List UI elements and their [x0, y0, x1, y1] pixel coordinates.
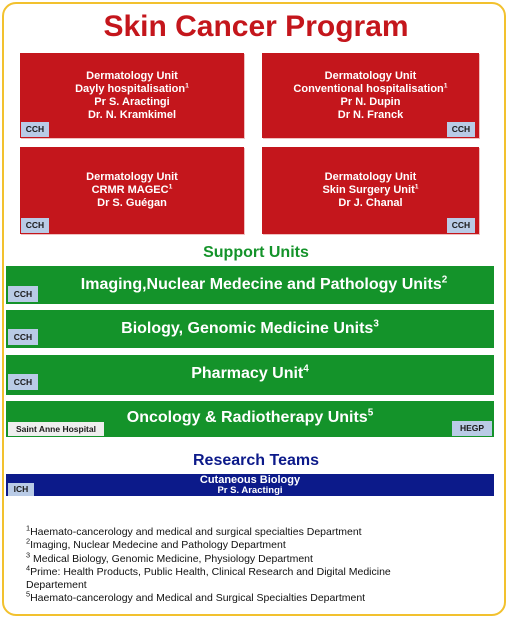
unit-footnote-ref: 1: [168, 183, 173, 191]
support-bar-pharmacy: Pharmacy Unit4: [6, 355, 494, 395]
footnote-ref: 2: [441, 274, 448, 286]
footnote-line: 4Prime: Health Products, Public Health, …: [26, 563, 391, 578]
unit-site-tag: CCH: [447, 122, 475, 137]
site-tag-cch: CCH: [8, 374, 38, 390]
unit-card-conventional-hospital: Dermatology Unit Conventional hospitalis…: [262, 53, 479, 138]
support-bar-imaging: Imaging,Nuclear Medecine and Pathology U…: [6, 266, 494, 304]
footnotes: 1Haemato-cancerology and medical and sur…: [26, 523, 496, 606]
unit-name: Dayly hospitalisation: [75, 83, 186, 95]
unit-site-tag: CCH: [21, 218, 49, 233]
unit-footnote-ref: 1: [185, 82, 189, 90]
unit-doctor: Dr. N. Kramkimel: [87, 109, 177, 121]
site-tag-cch: CCH: [8, 329, 38, 345]
footnote-line: 3 Medical Biology, Genomic Medicine, Phy…: [26, 550, 313, 565]
unit-footnote-ref: 1: [414, 183, 419, 191]
support-units-heading: Support Units: [203, 244, 309, 261]
unit-dept: Dermatology Unit: [86, 70, 178, 82]
footnote-line: Departement: [26, 579, 87, 592]
research-teams-heading: Research Teams: [193, 452, 319, 469]
research-bar-cutaneous-biology: Cutaneous Biology Pr S. Aractingi: [6, 474, 494, 496]
footnote-ref: 3: [373, 318, 379, 330]
unit-name: Conventional hospitalisation: [293, 83, 444, 95]
unit-footnote-ref: 1: [443, 82, 448, 90]
site-tag-ich: ICH: [8, 483, 34, 496]
support-bar-label: Imaging,Nuclear Medecine and Pathology U…: [80, 276, 442, 293]
unit-doctor: Dr N. Franck: [337, 109, 404, 121]
unit-dept: Dermatology Unit: [324, 70, 417, 82]
support-bar-biology: Biology, Genomic Medicine Units3: [6, 310, 494, 348]
unit-site-tag: CCH: [21, 122, 49, 137]
footnote-line: 5Haemato-cancerology and Medical and Sur…: [26, 589, 366, 605]
unit-head: Pr S. Aractingi: [94, 96, 170, 108]
unit-head: Dr J. Chanal: [338, 197, 403, 209]
research-team-head: Pr S. Aractingi: [217, 485, 283, 496]
research-team-name: Cutaneous Biology: [199, 474, 301, 486]
unit-card-crmr-magec: Dermatology Unit CRMR MAGEC1 Dr S. Guéga…: [20, 147, 244, 234]
footnote-line: 2Imaging, Nuclear Medecine and Pathology…: [26, 536, 286, 552]
footnote-ref: 4: [303, 363, 309, 375]
footnote-line: 1Haemato-cancerology and medical and sur…: [26, 523, 362, 538]
unit-dept: Dermatology Unit: [86, 171, 178, 183]
unit-name: Skin Surgery Unit: [322, 184, 415, 196]
program-frame: [2, 2, 506, 616]
site-tag-saint-anne: Saint Anne Hospital: [8, 422, 104, 436]
site-tag-cch: CCH: [8, 286, 38, 302]
support-bar-label: Biology, Genomic Medicine Units: [121, 320, 374, 337]
page-title: Skin Cancer Program: [103, 10, 409, 43]
site-tag-hegp: HEGP: [452, 421, 492, 436]
support-bar-label: Pharmacy Unit: [191, 365, 304, 382]
unit-site-tag: CCH: [447, 218, 475, 233]
unit-head: Pr N. Dupin: [340, 96, 401, 108]
unit-head: Dr S. Guégan: [97, 197, 167, 209]
unit-card-day-hospital: Dermatology Unit Dayly hospitalisation1 …: [20, 53, 244, 138]
unit-name: CRMR MAGEC: [91, 184, 169, 196]
footnote-ref: 5: [367, 407, 374, 419]
unit-dept: Dermatology Unit: [324, 171, 417, 183]
unit-card-skin-surgery: Dermatology Unit Skin Surgery Unit1 Dr J…: [262, 147, 479, 234]
support-bar-label: Oncology & Radiotherapy Units: [126, 409, 368, 426]
